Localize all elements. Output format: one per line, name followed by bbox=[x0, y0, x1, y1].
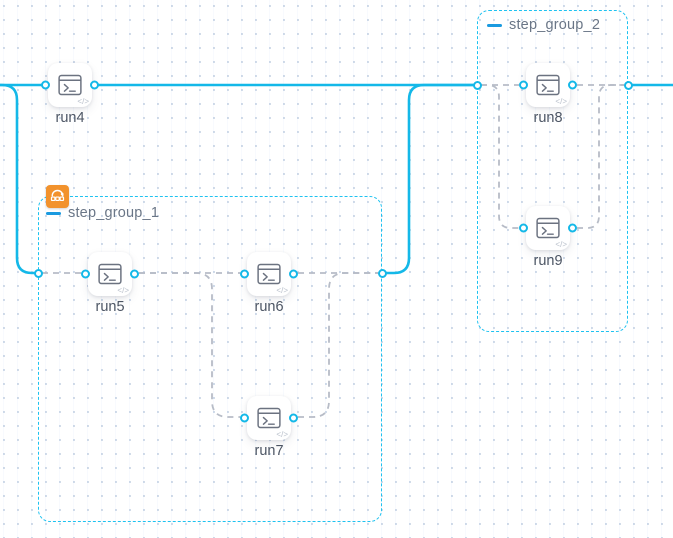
terminal-icon bbox=[98, 263, 122, 285]
group1-input-port[interactable] bbox=[34, 269, 43, 278]
node-label: run9 bbox=[533, 253, 563, 269]
group-step_group_1[interactable] bbox=[38, 196, 382, 522]
terminal-icon bbox=[257, 407, 281, 429]
node-input-port[interactable] bbox=[41, 80, 50, 90]
code-icon: </> bbox=[276, 286, 288, 295]
terminal-icon bbox=[536, 217, 560, 239]
code-icon: </> bbox=[117, 286, 129, 295]
node-label: run8 bbox=[533, 110, 563, 126]
node-card[interactable]: </> bbox=[48, 63, 92, 107]
code-icon: </> bbox=[276, 430, 288, 439]
node-run8[interactable]: </> run8 bbox=[519, 63, 577, 125]
node-input-port[interactable] bbox=[240, 269, 249, 279]
node-run6[interactable]: </> run6 bbox=[240, 252, 298, 314]
terminal-icon bbox=[58, 74, 82, 96]
group-header-step_group_1[interactable]: step_group_1 bbox=[46, 206, 159, 221]
node-label: run7 bbox=[254, 443, 284, 459]
node-run7[interactable]: </> run7 bbox=[240, 396, 298, 458]
group-label: step_group_1 bbox=[68, 205, 160, 221]
node-output-port[interactable] bbox=[90, 80, 99, 90]
node-label: run5 bbox=[95, 299, 125, 315]
node-label: run4 bbox=[55, 110, 85, 126]
node-output-port[interactable] bbox=[568, 80, 577, 90]
node-input-port[interactable] bbox=[240, 413, 249, 423]
group-cluster-icon bbox=[46, 185, 69, 208]
node-card[interactable]: </> bbox=[526, 206, 570, 250]
group2-input-port[interactable] bbox=[473, 81, 482, 90]
terminal-icon bbox=[536, 74, 560, 96]
node-card[interactable]: </> bbox=[526, 63, 570, 107]
node-input-port[interactable] bbox=[519, 223, 528, 233]
code-icon: </> bbox=[555, 240, 567, 249]
node-input-port[interactable] bbox=[81, 269, 90, 279]
terminal-icon bbox=[257, 263, 281, 285]
edge-group1-to-group2 bbox=[380, 83, 479, 275]
collapse-minus-icon[interactable] bbox=[487, 23, 502, 27]
node-input-port[interactable] bbox=[519, 80, 528, 90]
group-step_group_2[interactable] bbox=[477, 10, 628, 332]
group1-output-port[interactable] bbox=[378, 269, 387, 278]
node-card[interactable]: </> bbox=[88, 252, 132, 296]
node-output-port[interactable] bbox=[289, 413, 298, 423]
node-run5[interactable]: </> run5 bbox=[81, 252, 139, 314]
group-header-step_group_2[interactable]: step_group_2 bbox=[487, 18, 600, 33]
node-run4[interactable]: </> run4 bbox=[41, 63, 99, 125]
node-label: run6 bbox=[254, 299, 284, 315]
code-icon: </> bbox=[555, 97, 567, 106]
node-card[interactable]: </> bbox=[247, 252, 291, 296]
code-icon: </> bbox=[77, 97, 89, 106]
node-output-port[interactable] bbox=[568, 223, 577, 233]
node-run9[interactable]: </> run9 bbox=[519, 206, 577, 268]
node-output-port[interactable] bbox=[289, 269, 298, 279]
edge-canvas-to-group1 bbox=[0, 83, 40, 275]
group2-output-port[interactable] bbox=[624, 81, 633, 90]
group-label: step_group_2 bbox=[509, 17, 601, 33]
node-output-port[interactable] bbox=[130, 269, 139, 279]
collapse-minus-icon[interactable] bbox=[46, 211, 61, 215]
node-card[interactable]: </> bbox=[247, 396, 291, 440]
